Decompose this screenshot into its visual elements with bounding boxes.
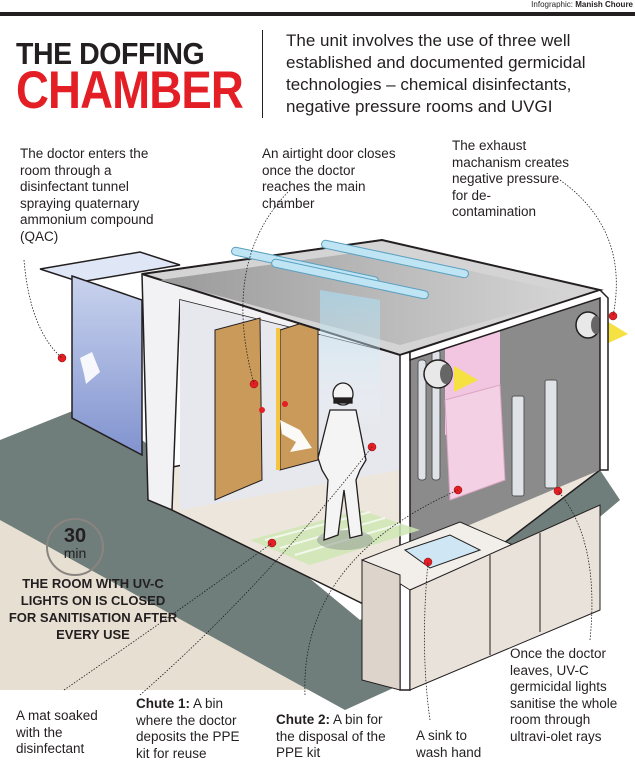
label-tunnel: The doctor enters the room through a dis… bbox=[20, 146, 154, 244]
door-arrow bbox=[280, 420, 312, 452]
uv-closure-note: THE ROOM WITH UV-C LIGHTS ON IS CLOSED F… bbox=[8, 576, 178, 642]
doctor-figure bbox=[317, 382, 367, 541]
tunnel-arrow bbox=[80, 352, 100, 384]
leader-lines bbox=[23, 179, 617, 721]
right-frame bbox=[409, 289, 609, 471]
timer-unit: min bbox=[63, 545, 87, 561]
label-sink: A sink to wash hand bbox=[416, 728, 482, 760]
title-line-2: CHAMBER bbox=[16, 61, 244, 120]
chute-2-text: A bin for the disposal of the PPE kit bbox=[276, 712, 386, 760]
front-pillar bbox=[399, 350, 411, 691]
label-airtight-door: An airtight door closes once the doctor … bbox=[262, 146, 396, 211]
uv-ceiling-tubes bbox=[231, 239, 469, 300]
pink-panel-lower bbox=[444, 384, 506, 501]
timer-value: 30 bbox=[63, 525, 87, 547]
ceiling-inner bbox=[160, 250, 580, 345]
credit-author: Manish Choure bbox=[575, 0, 633, 9]
uv-glow bbox=[320, 290, 380, 430]
top-rule bbox=[0, 12, 635, 16]
exhaust-fan-inner bbox=[423, 359, 478, 392]
tunnel-top bbox=[39, 251, 181, 283]
door-left bbox=[214, 317, 263, 501]
infographic-credit: Infographic: Manish Choure bbox=[531, 0, 633, 9]
title-line-1: THE DOFFING bbox=[16, 36, 205, 71]
door-gap-light bbox=[276, 328, 280, 470]
timer-badge: 30 min bbox=[46, 518, 104, 576]
counter-front bbox=[409, 504, 601, 691]
counter-left bbox=[361, 559, 401, 691]
intro-text: The unit involves the use of three well … bbox=[286, 31, 586, 116]
sink-basin bbox=[403, 534, 482, 569]
chute-1-title: Chute 1: bbox=[136, 696, 190, 711]
title-divider bbox=[262, 30, 263, 118]
chute-1-text: A bin where the doctor deposits the PPE … bbox=[136, 696, 240, 761]
label-chute-1: Chute 1: A bin where the doctor deposits… bbox=[136, 696, 251, 762]
label-mat: A mat soaked with the disinfectant bbox=[16, 708, 98, 756]
label-exhaust: The exhaust machanism creates negative p… bbox=[452, 138, 570, 219]
credit-prefix: Infographic: bbox=[531, 0, 573, 9]
label-uvc-lights: Once the doctor leaves, UV-C germicidal … bbox=[510, 646, 618, 744]
chute-2-title: Chute 2: bbox=[276, 712, 330, 727]
uv-vertical-tubes bbox=[417, 349, 558, 497]
label-chute-2: Chute 2: A bin for the disposal of the P… bbox=[276, 712, 386, 762]
tunnel-side bbox=[71, 274, 143, 457]
